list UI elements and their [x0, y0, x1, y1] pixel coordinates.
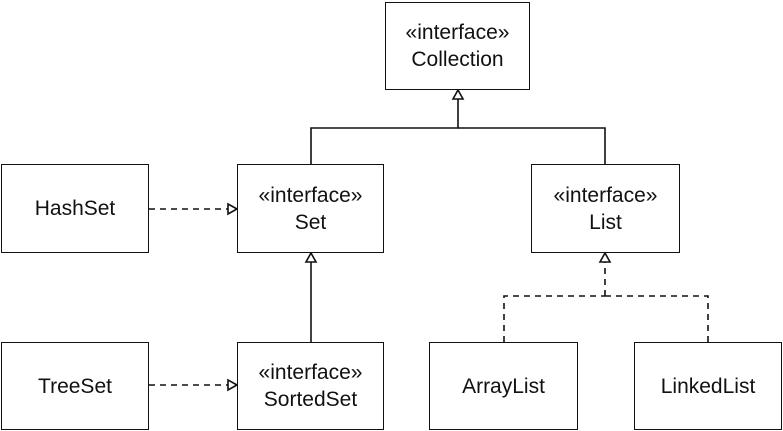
arrowhead-treeset-icon: [227, 378, 239, 392]
edge-linkedlist-list: [605, 295, 709, 342]
node-linkedlist-name: LinkedList: [660, 374, 756, 398]
node-set: «interface» Set: [237, 164, 384, 253]
arrowhead-set-icon: [304, 251, 318, 263]
node-arraylist: ArrayList: [429, 342, 578, 430]
node-list: «interface» List: [531, 164, 680, 253]
node-collection-stereotype: «interface»: [405, 21, 510, 44]
node-set-stereotype: «interface»: [258, 183, 363, 207]
arrowhead-list-icon: [598, 251, 612, 263]
node-treeset-name: TreeSet: [38, 374, 112, 398]
node-list-stereotype: «interface»: [553, 183, 658, 207]
node-collection: «interface» Collection: [385, 2, 530, 90]
node-hashset-name: HashSet: [34, 197, 116, 220]
node-list-name: List: [589, 210, 622, 234]
node-set-name: Set: [294, 210, 327, 234]
node-hashset: HashSet: [1, 164, 149, 253]
node-sortedset-name: SortedSet: [263, 388, 358, 411]
node-linkedlist: LinkedList: [634, 342, 782, 430]
edge-set-collection: [310, 99, 459, 164]
arrowhead-collection-icon: [451, 88, 465, 100]
arrowhead-hashset-icon: [227, 202, 239, 216]
node-treeset: TreeSet: [1, 342, 149, 430]
node-sortedset: «interface» SortedSet: [237, 342, 384, 430]
node-arraylist-name: ArrayList: [462, 374, 545, 398]
edge-arraylist-list: [503, 295, 605, 342]
edge-list-collection: [458, 127, 606, 164]
node-sortedset-stereotype: «interface»: [258, 361, 363, 384]
node-collection-name: Collection: [411, 48, 504, 71]
